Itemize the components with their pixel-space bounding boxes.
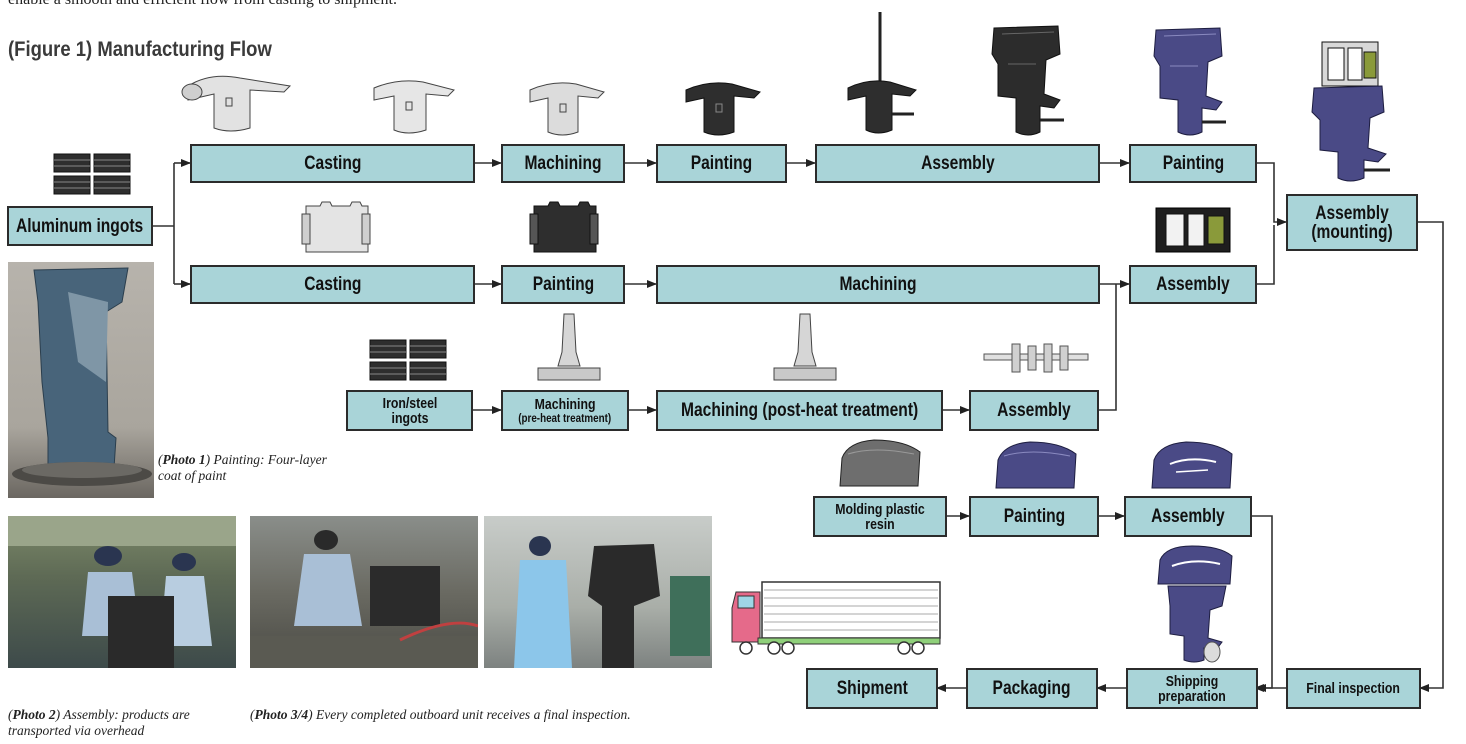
machining-pre-box: Machining (pre-heat treatment)	[501, 390, 629, 431]
photo-1-painting	[8, 262, 154, 498]
outboard-motor-icon	[1157, 545, 1233, 663]
painting-cowl-box: Painting	[969, 496, 1099, 537]
cowling-icon	[839, 439, 921, 487]
machining-mid-box: Machining	[656, 265, 1100, 304]
photo-1-caption: (Photo 1) Painting: Four-layer coat of p…	[158, 452, 327, 483]
gearcase-part-icon	[529, 82, 605, 136]
photo-3-inspection	[250, 516, 478, 668]
painting-top2-box: Painting	[1129, 144, 1257, 183]
photo-4-inspection	[484, 516, 712, 668]
casting-mid-box: Casting	[190, 265, 475, 304]
cylinder-block-icon	[301, 201, 371, 253]
outboard-motor-icon	[1153, 27, 1226, 136]
intro-text: enable a smooth and efficient flow from …	[8, 0, 397, 9]
assembly-cowl-box: Assembly	[1124, 496, 1252, 537]
driveshaft-housing-icon	[847, 12, 917, 134]
engine-block-icon	[1155, 207, 1231, 253]
gearcase-part-icon	[685, 82, 761, 136]
assembly-mid-box: Assembly	[1129, 265, 1257, 304]
packaging-box: Packaging	[966, 668, 1098, 709]
painted-housing-icon	[12, 267, 152, 486]
truck-icon	[731, 581, 941, 655]
molding-box: Molding plastic resin	[813, 496, 947, 537]
casting-top-box: Casting	[190, 144, 475, 183]
photo-34-caption: (Photo 3/4) Every completed outboard uni…	[250, 707, 631, 722]
crankshaft-icon	[983, 343, 1089, 373]
machining-post-box: Machining (post-heat treatment)	[656, 390, 943, 431]
assembly-mounting-box: Assembly (mounting)	[1286, 194, 1418, 251]
cowling-icon	[995, 441, 1077, 489]
shipment-box: Shipment	[806, 668, 938, 709]
iron-steel-ingots-box: Iron/steel ingots	[346, 390, 473, 431]
cylinder-block-icon	[529, 201, 599, 253]
painting-mid-box: Painting	[501, 265, 625, 304]
driveshaft-housing-icon	[537, 313, 601, 381]
ingot-stack-icon	[53, 153, 131, 195]
photo-2-assembly	[8, 516, 236, 668]
painting-top-box: Painting	[656, 144, 787, 183]
assembly-top-box: Assembly	[815, 144, 1100, 183]
assembly-crank-box: Assembly	[969, 390, 1099, 431]
driveshaft-housing-icon	[773, 313, 837, 381]
final-inspection-box: Final inspection	[1286, 668, 1421, 709]
outboard-motor-icon	[991, 25, 1064, 136]
gearcase-part-icon	[181, 75, 292, 132]
cowling-icon	[1151, 441, 1233, 489]
shipping-prep-box: Shipping preparation	[1126, 668, 1258, 709]
aluminum-ingots-box: Aluminum ingots	[7, 206, 153, 246]
figure-title: (Figure 1) Manufacturing Flow	[8, 38, 272, 61]
ingot-stack-icon	[369, 339, 447, 381]
outboard-motor-icon	[1311, 41, 1390, 182]
gearcase-part-icon	[373, 80, 455, 134]
machining-top-box: Machining	[501, 144, 625, 183]
photo-2-caption: (Photo 2) Assembly: products are transpo…	[8, 707, 190, 738]
